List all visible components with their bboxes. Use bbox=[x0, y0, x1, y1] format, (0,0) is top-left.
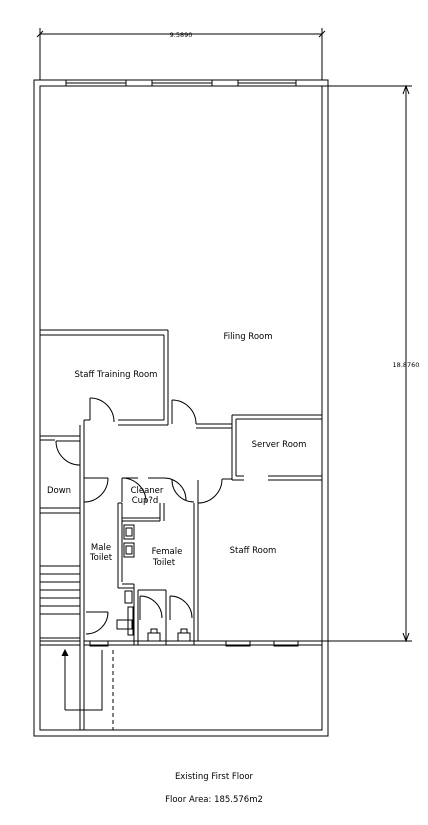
room-label-staff: Staff Room bbox=[230, 546, 277, 556]
drawing-title: Existing First Floor bbox=[174, 772, 254, 782]
staff-training-room-walls bbox=[40, 329, 169, 426]
width-dimension-text: 9.5890 bbox=[170, 31, 193, 39]
cleaner-cupboard-door-left bbox=[121, 477, 147, 503]
toilet-block-walls bbox=[79, 478, 199, 645]
room-label-male-line1: Male bbox=[91, 543, 111, 553]
room-label-female-line1: Female bbox=[152, 547, 183, 557]
room-label-server: Server Room bbox=[252, 440, 307, 450]
room-label-staff-training: Staff Training Room bbox=[75, 370, 158, 380]
sinks bbox=[123, 524, 135, 558]
lower-wall bbox=[40, 640, 322, 730]
stair-arrow bbox=[61, 648, 114, 730]
floor-area-caption: Floor Area: 185.576m2 bbox=[165, 795, 263, 805]
server-room-walls bbox=[231, 414, 322, 481]
stair-hall-door bbox=[55, 440, 81, 466]
female-cubicles bbox=[139, 595, 193, 642]
top-windows bbox=[65, 79, 297, 87]
room-label-female-line2: Toilet bbox=[152, 558, 176, 568]
room-label-male-line2: Toilet bbox=[89, 553, 113, 563]
staff-room-door bbox=[197, 478, 232, 504]
cleaner-cupboard-door-right bbox=[148, 477, 187, 501]
filing-room-door bbox=[171, 399, 197, 425]
height-dimension-text: 18.8760 bbox=[393, 361, 420, 369]
room-label-filing: Filing Room bbox=[223, 332, 272, 342]
stair-hall-walls bbox=[40, 435, 80, 514]
room-label-cleaner-line1: Cleaner bbox=[131, 486, 164, 496]
room-label-cleaner-line2: Cup?d bbox=[132, 496, 159, 506]
male-toilet-fixtures bbox=[85, 590, 134, 636]
male-toilet-door bbox=[83, 477, 109, 503]
room-label-down: Down bbox=[47, 486, 71, 496]
width-dimension bbox=[36, 28, 326, 80]
corridor-walls bbox=[79, 420, 232, 478]
training-room-door bbox=[89, 397, 115, 423]
female-toilet-door bbox=[171, 479, 195, 503]
staircase bbox=[39, 565, 81, 639]
height-dimension bbox=[322, 84, 412, 643]
